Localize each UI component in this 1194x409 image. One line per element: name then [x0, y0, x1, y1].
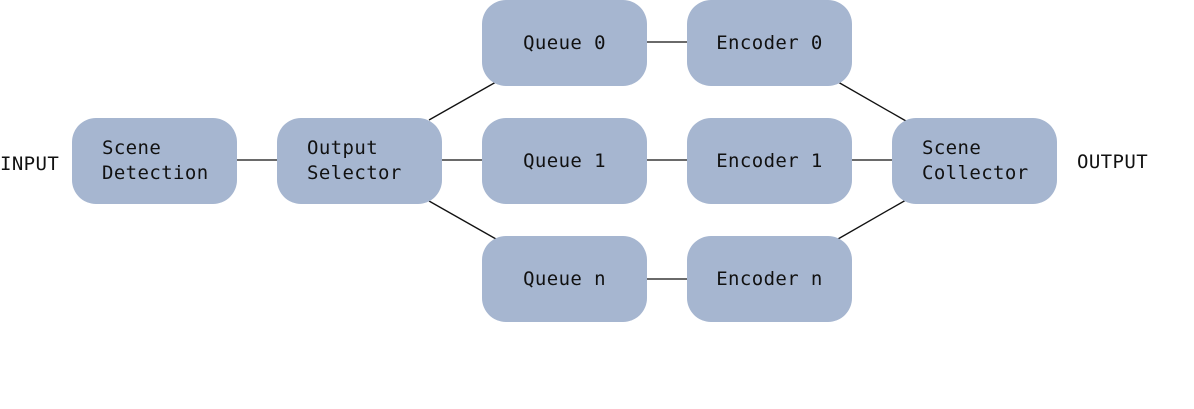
input-label: INPUT: [0, 153, 60, 175]
queue-0-label: Queue 0: [523, 31, 606, 54]
encoder-n-label: Encoder n: [716, 267, 823, 290]
queue-1-label: Queue 1: [523, 149, 606, 172]
encoder-0-node: Encoder 0: [687, 0, 852, 86]
queue-n-node: Queue n: [482, 236, 647, 322]
scene-detection-label: Scene Detection: [102, 137, 209, 184]
scene-collector-label: Scene Collector: [922, 137, 1029, 184]
edge-output-selector-to-queue-n: [428, 200, 497, 240]
queue-n-label: Queue n: [523, 267, 606, 290]
output-selector-node: Output Selector: [277, 118, 442, 204]
edge-output-selector-to-queue-0: [428, 81, 497, 121]
output-label: OUTPUT: [1077, 151, 1149, 173]
encoder-1-label: Encoder 1: [716, 149, 823, 172]
output-selector-label: Output Selector: [307, 137, 402, 184]
encoder-n-node: Encoder n: [687, 236, 852, 322]
queue-1-node: Queue 1: [482, 118, 647, 204]
encoder-0-label: Encoder 0: [716, 31, 823, 54]
scene-detection-node: Scene Detection: [72, 118, 237, 204]
encoder-1-node: Encoder 1: [687, 118, 852, 204]
scene-collector-node: Scene Collector: [892, 118, 1057, 204]
edge-encoder-n-to-scene-collector: [837, 199, 907, 240]
queue-0-node: Queue 0: [482, 0, 647, 86]
edge-encoder-0-to-scene-collector: [837, 81, 907, 122]
